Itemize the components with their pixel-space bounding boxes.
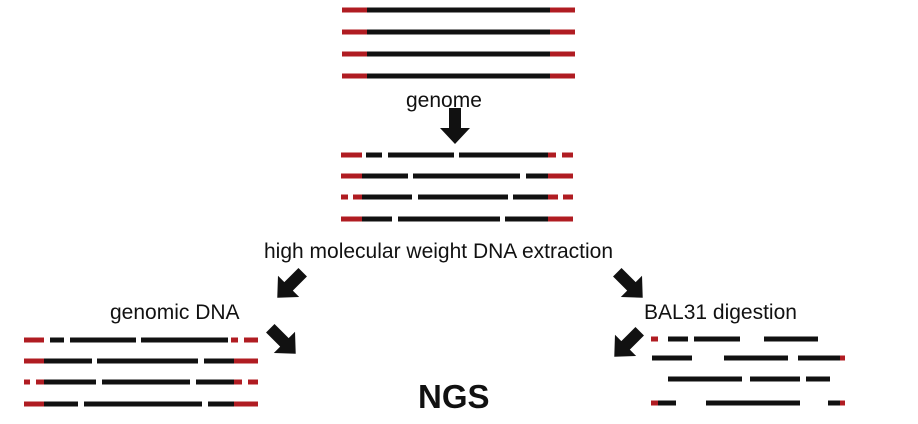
extraction-label: high molecular weight DNA extraction xyxy=(264,240,614,263)
chromosome-groups xyxy=(24,7,845,407)
arrow-down-left-icon xyxy=(277,268,307,298)
genomic-dna-label: genomic DNA xyxy=(110,301,240,324)
arrow-down-right-icon xyxy=(266,324,296,354)
arrow-down-right-icon xyxy=(613,268,643,298)
arrows xyxy=(266,108,644,357)
genomic-dna-fragments xyxy=(24,337,258,407)
ngs-label: NGS xyxy=(418,378,490,415)
genome-label: genome xyxy=(406,89,482,112)
bal31-digested-fragments xyxy=(651,336,845,406)
hmw-dna-fragments xyxy=(341,152,573,222)
arrow-down-icon xyxy=(440,108,470,144)
genome-chromosomes xyxy=(342,7,575,79)
arrow-down-left-icon xyxy=(614,327,644,357)
bal31-digestion-label: BAL31 digestion xyxy=(644,301,797,324)
